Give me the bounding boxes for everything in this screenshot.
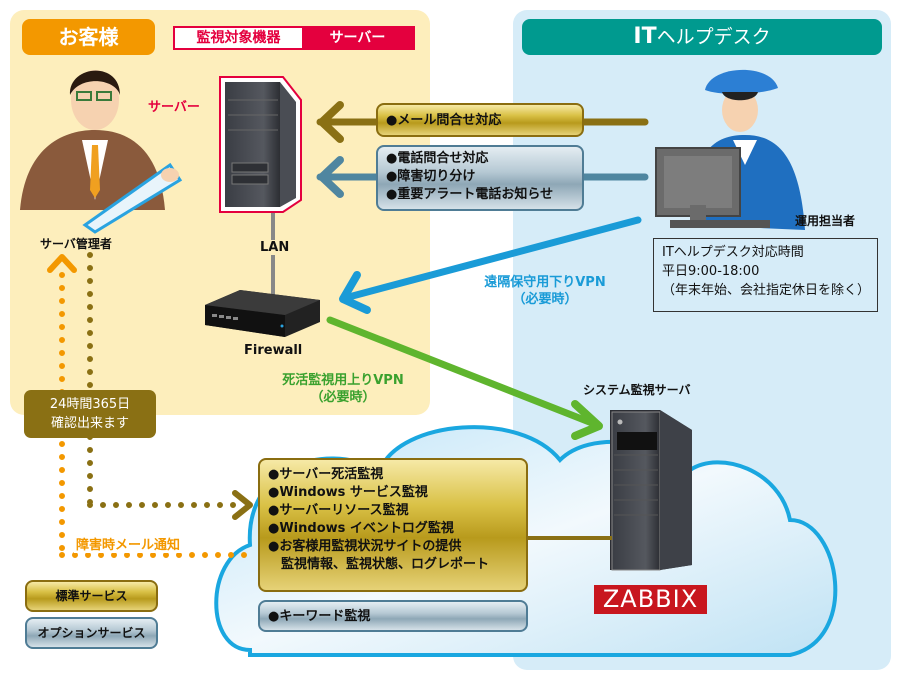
alive-vpn-label: 死活監視用上りVPN （必要時）	[268, 372, 418, 406]
firewall-label: Firewall	[244, 343, 303, 358]
operator-person-icon	[655, 69, 805, 230]
firewall-icon	[205, 290, 320, 337]
availability-badge-line2: 確認出来ます	[50, 416, 129, 431]
standard-services-box: ●サーバー死活監視 ●Windows サービス監視 ●サーバーリソース監視 ●W…	[258, 458, 528, 592]
availability-badge-line1: 24時間365日	[49, 397, 131, 412]
admin-label: サーバ管理者	[40, 237, 112, 251]
standard-service-item: ●Windows サービス監視	[268, 485, 428, 500]
phone-support-box: ●電話問合せ対応 ●障害切り分け ●重要アラート電話お知らせ	[376, 145, 584, 211]
helpdesk-header-suffix: ヘルプデスク	[656, 26, 771, 48]
monitored-device-tag-label: 監視対象機器	[175, 28, 302, 48]
lan-label: LAN	[258, 240, 292, 255]
standard-service-item: ●Windows イベントログ監視	[268, 521, 454, 536]
mail-support-box: ●メール問合せ対応	[376, 103, 584, 137]
alive-vpn-arrow	[326, 316, 603, 440]
option-services-box: ●キーワード監視	[258, 600, 528, 632]
availability-badge: 24時間365日 確認出来ます	[24, 390, 156, 438]
remote-vpn-label-line2: （必要時）	[512, 292, 578, 307]
admin-check-dotted-line	[87, 252, 253, 520]
mail-support-item: ●メール問合せ対応	[386, 113, 502, 128]
remote-vpn-label-line1: 遠隔保守用下りVPN	[484, 275, 606, 290]
customer-header: お客様	[22, 19, 155, 55]
server-label: サーバー	[148, 100, 200, 115]
monitor-server-label: システム監視サーバ	[583, 383, 691, 397]
standard-service-item: 監視情報、監視状態、ログレポート	[268, 557, 490, 572]
legend-standard: 標準サービス	[25, 580, 158, 612]
remote-vpn-label: 遠隔保守用下りVPN （必要時）	[465, 274, 625, 308]
helpdesk-header-prefix: IT	[633, 24, 657, 49]
monitored-device-tag: 監視対象機器 サーバー	[173, 26, 415, 50]
standard-service-item: ●お客様用監視状況サイトの提供	[268, 539, 462, 554]
standard-service-item: ●サーバー死活監視	[268, 467, 384, 482]
helpdesk-hours-box: ITヘルプデスク対応時間 平日9:00-18:00 （年末年始、会社指定休日を除…	[653, 238, 878, 312]
operator-label: 運用担当者	[795, 214, 856, 228]
helpdesk-header: ITヘルプデスク	[522, 19, 882, 55]
phone-support-item: ●重要アラート電話お知らせ	[386, 187, 554, 202]
monitored-device-tag-value: サーバー	[302, 28, 413, 48]
alive-vpn-label-line1: 死活監視用上りVPN	[282, 373, 404, 388]
customer-server-icon	[219, 76, 302, 213]
phone-support-item: ●電話問合せ対応	[386, 151, 489, 166]
hours-note: （年末年始、会社指定休日を除く）	[662, 283, 871, 298]
standard-service-item: ●サーバーリソース監視	[268, 503, 409, 518]
hours-time: 平日9:00-18:00	[662, 264, 760, 279]
phone-support-item: ●障害切り分け	[386, 169, 476, 184]
hours-title: ITヘルプデスク対応時間	[662, 245, 804, 260]
server-admin-person-icon	[20, 70, 183, 234]
alive-vpn-label-line2: （必要時）	[310, 390, 376, 405]
option-service-item: ●キーワード監視	[268, 609, 371, 624]
legend-option: オプションサービス	[25, 617, 158, 649]
failure-mail-label: 障害時メール通知	[74, 534, 183, 553]
remote-vpn-arrow	[339, 216, 642, 314]
monitor-server-icon	[610, 410, 692, 571]
zabbix-logo: ZABBIX	[594, 585, 707, 614]
